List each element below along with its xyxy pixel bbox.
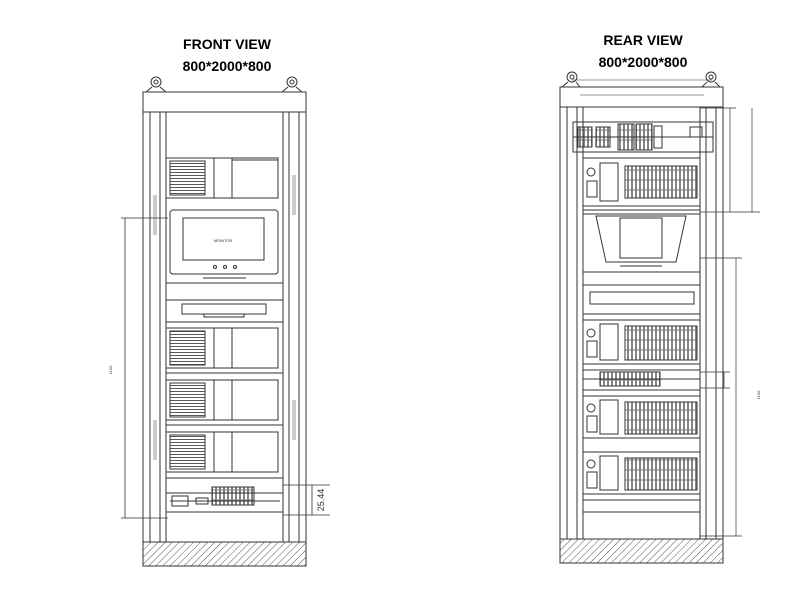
front-view-size: 800*2000*800 <box>182 58 272 74</box>
front-ipc-unit-3 <box>165 379 283 426</box>
rear-top-cover <box>559 86 724 108</box>
front-plinth <box>142 541 307 567</box>
rear-plc-rack-1 <box>582 157 701 211</box>
rear-drawer <box>583 284 700 315</box>
front-ipc-unit-1 <box>165 157 279 199</box>
front-top-cover <box>142 91 307 113</box>
front-terminal-dim-label: 25.44 <box>316 489 326 512</box>
rear-right-dimensions <box>700 107 760 537</box>
rear-plc-rack-2 <box>582 319 701 365</box>
front-terminal-rail <box>166 486 283 513</box>
rear-height-dim-label: 1150 <box>756 390 761 399</box>
rear-terminal-rail <box>583 369 700 391</box>
rear-plc-rack-3 <box>582 395 701 439</box>
front-height-dimension <box>121 217 168 519</box>
front-ipc-unit-4 <box>165 431 283 479</box>
front-monitor <box>169 209 279 279</box>
front-cabinet: MONITOR <box>121 76 330 567</box>
rear-view-size: 800*2000*800 <box>598 54 688 70</box>
rear-view-title: REAR VIEW <box>603 32 683 48</box>
front-keyboard-drawer <box>166 299 283 323</box>
front-terminal-dimension <box>283 484 330 516</box>
monitor-label: MONITOR <box>214 238 233 243</box>
rear-cabinet <box>559 71 760 564</box>
rear-plc-rack-4 <box>582 451 701 513</box>
rear-monitor-back <box>583 213 700 273</box>
front-post-labels <box>153 175 296 460</box>
front-view-title: FRONT VIEW <box>183 36 271 52</box>
rear-lifting-eye-right <box>701 71 721 88</box>
rear-plinth <box>559 538 724 564</box>
lifting-eye-right <box>281 76 303 93</box>
rear-lifting-eye-left <box>561 71 581 88</box>
rear-breaker-rail <box>572 121 714 153</box>
front-height-dim-label: 1150 <box>108 365 113 374</box>
rear-top-dimensions <box>572 79 712 96</box>
front-ipc-unit-2 <box>165 327 283 374</box>
lifting-eye-left <box>145 76 167 93</box>
